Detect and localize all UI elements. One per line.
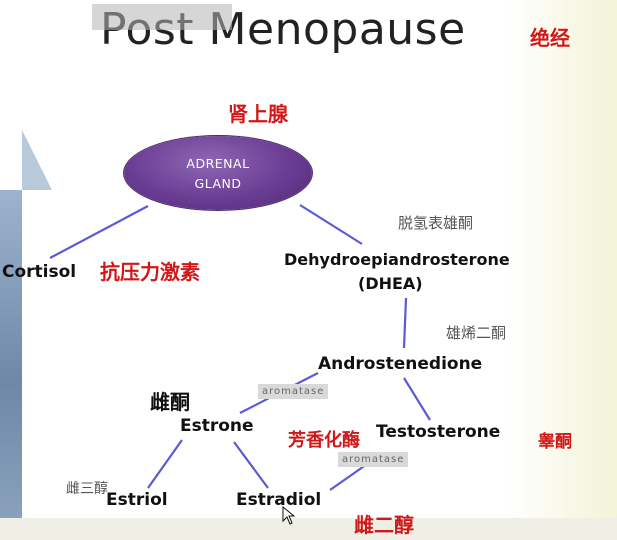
aromatase-label-1: aromatase xyxy=(258,384,329,399)
estriol-node: Estriol xyxy=(106,490,168,510)
cortisol-cn-label: 抗压力激素 xyxy=(100,260,200,284)
cortisol-node: Cortisol xyxy=(2,262,77,282)
aromatase-label-2: aromatase xyxy=(338,452,409,467)
edge-estrone-estradiol xyxy=(233,441,269,489)
estrone-node: Estrone xyxy=(180,416,254,436)
adrenal-label-line1: ADRENAL xyxy=(186,156,250,171)
testosterone-node: Testosterone xyxy=(376,422,501,442)
androstenedione-node: Androstenedione xyxy=(318,354,483,374)
bottom-bar xyxy=(0,518,617,540)
edge-estrone-estriol xyxy=(147,439,183,489)
edge-adrenal-cortisol xyxy=(49,205,149,259)
dhea-node-line2: (DHEA) xyxy=(358,274,423,293)
edge-dhea-androstenedione xyxy=(402,297,408,349)
watermark-blur xyxy=(92,4,232,30)
edge-androstenedione-testosterone xyxy=(403,377,431,421)
estradiol-cn-label: 雌二醇 xyxy=(354,513,414,537)
edge-adrenal-dhea xyxy=(299,204,363,245)
title-cn-label: 绝经 xyxy=(530,26,570,50)
mouse-cursor-icon xyxy=(282,506,296,525)
estrone-cn-label: 雌酮 xyxy=(150,390,190,414)
adrenal-label-line2: GLAND xyxy=(194,176,242,191)
estriol-cn-label: 雌三醇 xyxy=(66,481,108,497)
left-decoration xyxy=(0,130,52,540)
dhea-cn-label: 脱氢表雄酮 xyxy=(398,214,474,232)
testosterone-cn-label: 睾酮 xyxy=(538,432,572,452)
androstenedione-cn-label: 雄烯二酮 xyxy=(446,324,507,342)
adrenal-cn-label: 肾上腺 xyxy=(228,102,288,126)
aromatase-cn-label: 芳香化酶 xyxy=(288,430,360,451)
dhea-node-line1: Dehydroepiandrosterone xyxy=(284,250,510,269)
estradiol-node: Estradiol xyxy=(236,490,322,510)
adrenal-gland-node: ADRENAL GLAND xyxy=(124,136,312,210)
